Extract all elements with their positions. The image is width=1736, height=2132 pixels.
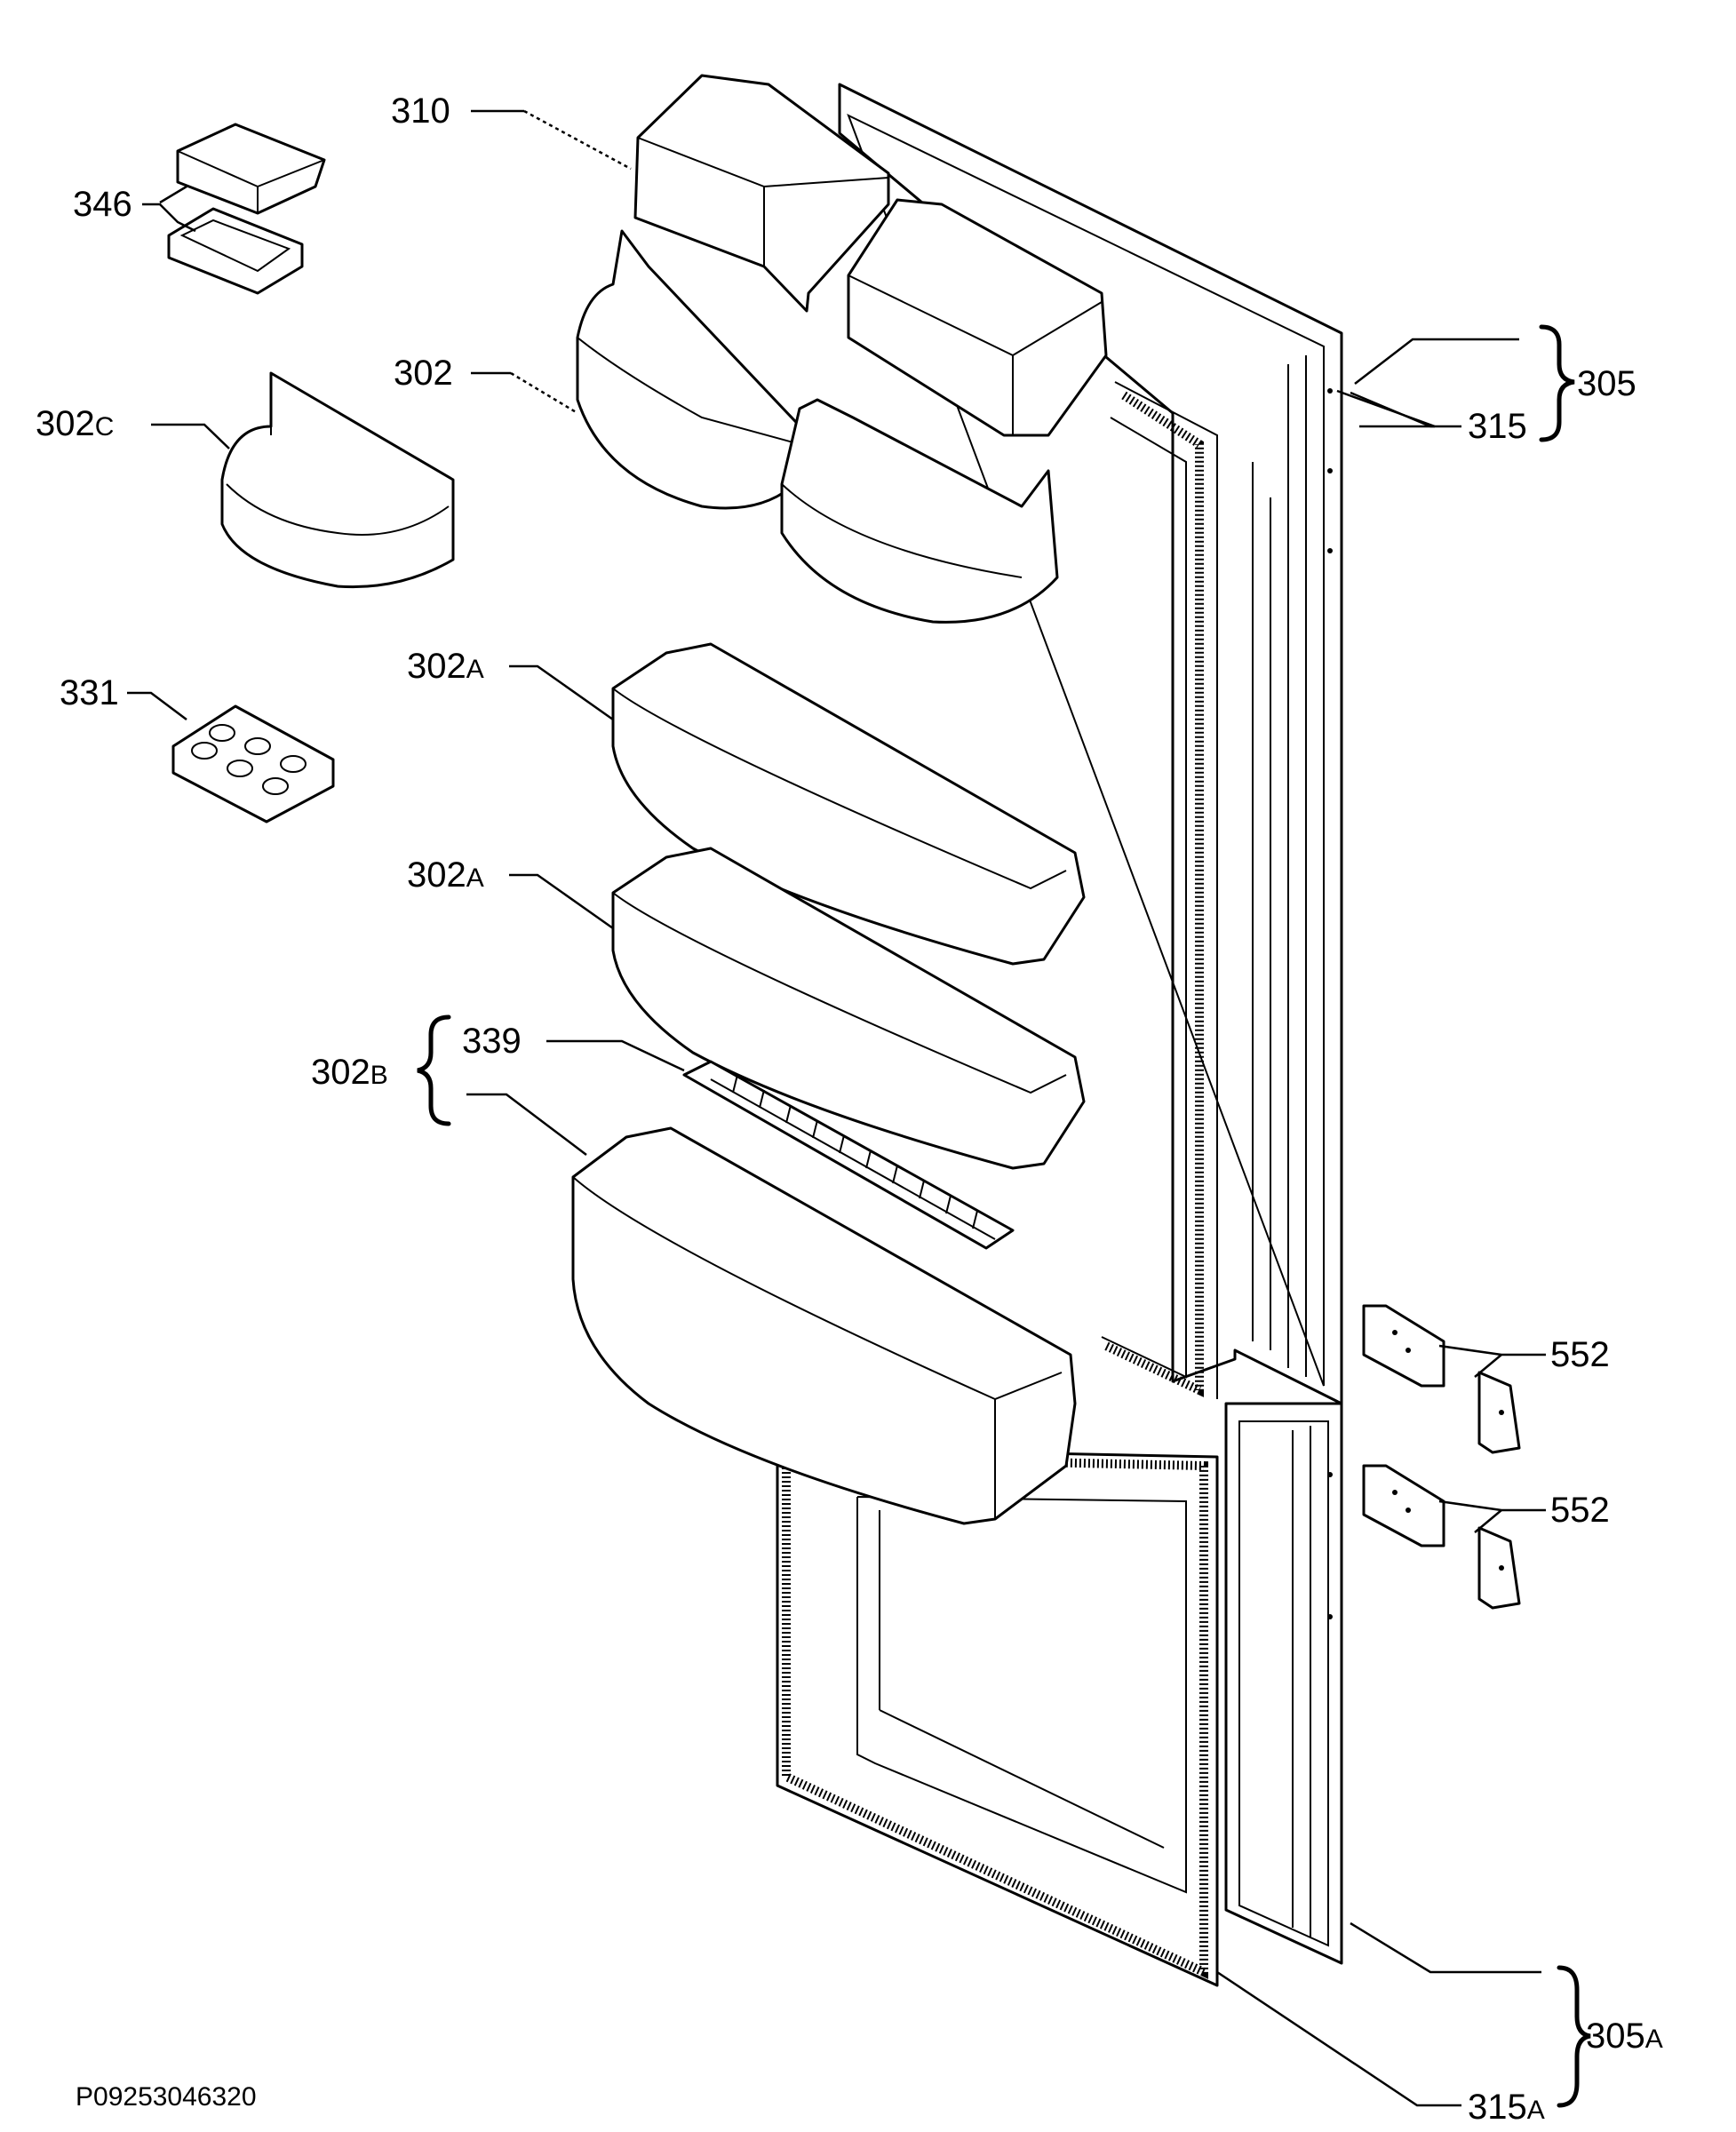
door-shelf-302a-lower xyxy=(611,847,1086,1170)
callout-346: 346 xyxy=(73,185,132,224)
reference-code: P09253046320 xyxy=(76,2082,257,2112)
dairy-compartment-310 xyxy=(633,74,1108,437)
bottle-rack-339 xyxy=(682,1060,1015,1250)
egg-tray-331 xyxy=(171,704,335,823)
upper-door-panel xyxy=(838,83,1343,1405)
callout-552-upper: 552 xyxy=(1550,1335,1610,1374)
lower-door-panel xyxy=(1224,1402,1343,1965)
callout-310: 310 xyxy=(391,91,450,131)
door-shelf-302c xyxy=(220,371,455,589)
callout-302a-upper: 302A xyxy=(407,647,484,686)
callout-315a: 315A xyxy=(1468,2088,1545,2127)
callout-302: 302 xyxy=(394,354,453,393)
callout-331: 331 xyxy=(60,673,119,712)
callout-315: 315 xyxy=(1468,407,1527,446)
callout-305: 305 xyxy=(1577,364,1636,403)
door-shelf-302 xyxy=(576,229,1059,624)
upper-door-gasket-315 xyxy=(1101,381,1218,1399)
door-shelf-302b xyxy=(571,1126,1077,1525)
hinge-552-upper xyxy=(1362,1304,1521,1454)
leader-lines xyxy=(127,109,1546,2107)
lower-door-gasket-315a xyxy=(776,1446,1219,1987)
callout-302c: 302C xyxy=(36,404,114,443)
brace-302b xyxy=(417,1014,451,1126)
callout-302b: 302B xyxy=(311,1053,388,1092)
callout-305a: 305A xyxy=(1586,2017,1663,2056)
brace-305a xyxy=(1557,1965,1591,2108)
callout-552-lower: 552 xyxy=(1550,1491,1610,1530)
brace-305 xyxy=(1539,324,1575,442)
callout-302a-lower: 302A xyxy=(407,855,484,895)
hinge-552-lower xyxy=(1362,1464,1521,1610)
part-346 xyxy=(167,123,326,295)
callout-339: 339 xyxy=(462,1022,522,1061)
